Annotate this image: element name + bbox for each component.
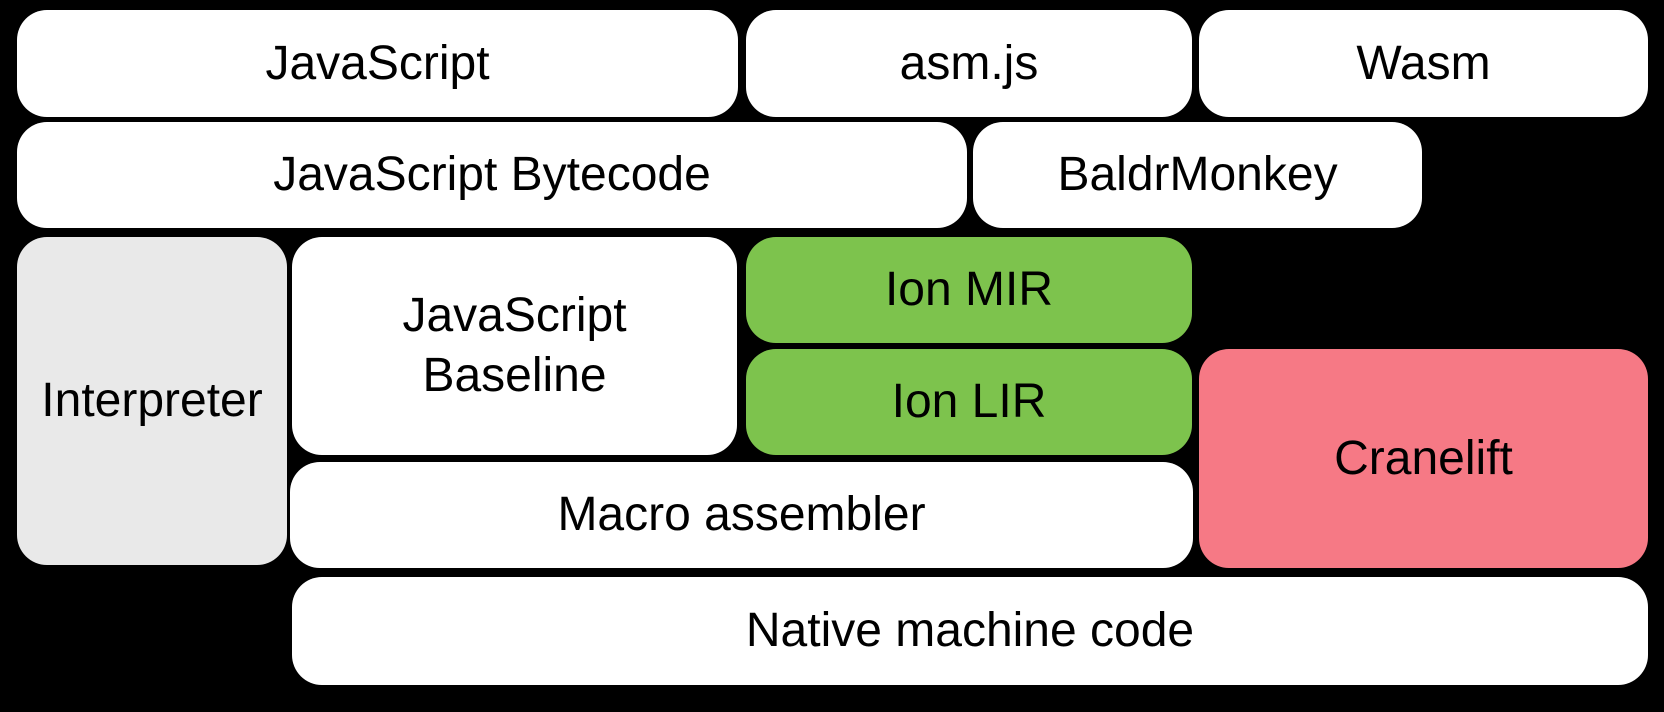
node-javascript-baseline-label: JavaScript Baseline xyxy=(402,289,627,402)
node-javascript: JavaScript xyxy=(17,10,738,117)
node-ion-lir: Ion LIR xyxy=(746,349,1192,455)
node-asmjs: asm.js xyxy=(746,10,1192,117)
node-javascript-bytecode: JavaScript Bytecode xyxy=(17,122,967,228)
node-javascript-bytecode-label: JavaScript Bytecode xyxy=(273,148,711,201)
node-javascript-baseline: JavaScript Baseline xyxy=(292,237,737,455)
node-javascript-label: JavaScript xyxy=(265,36,490,90)
node-interpreter: Interpreter xyxy=(17,237,287,565)
node-ion-mir: Ion MIR xyxy=(746,237,1192,343)
node-macro-assembler-label: Macro assembler xyxy=(557,488,926,541)
node-ion-mir-label: Ion MIR xyxy=(884,263,1054,316)
node-interpreter-label: Interpreter xyxy=(41,374,263,427)
node-ion-lir-label: Ion LIR xyxy=(891,375,1047,428)
node-wasm-label: Wasm xyxy=(1356,36,1491,90)
node-wasm: Wasm xyxy=(1199,10,1648,117)
node-baldrmonkey-label: BaldrMonkey xyxy=(1057,148,1338,201)
node-native-machine-code: Native machine code xyxy=(292,577,1648,685)
node-native-machine-code-label: Native machine code xyxy=(745,604,1195,657)
node-cranelift-label: Cranelift xyxy=(1334,431,1513,485)
node-baldrmonkey: BaldrMonkey xyxy=(973,122,1422,228)
node-cranelift: Cranelift xyxy=(1199,349,1648,568)
node-asmjs-label: asm.js xyxy=(899,36,1039,90)
node-macro-assembler: Macro assembler xyxy=(290,462,1193,568)
